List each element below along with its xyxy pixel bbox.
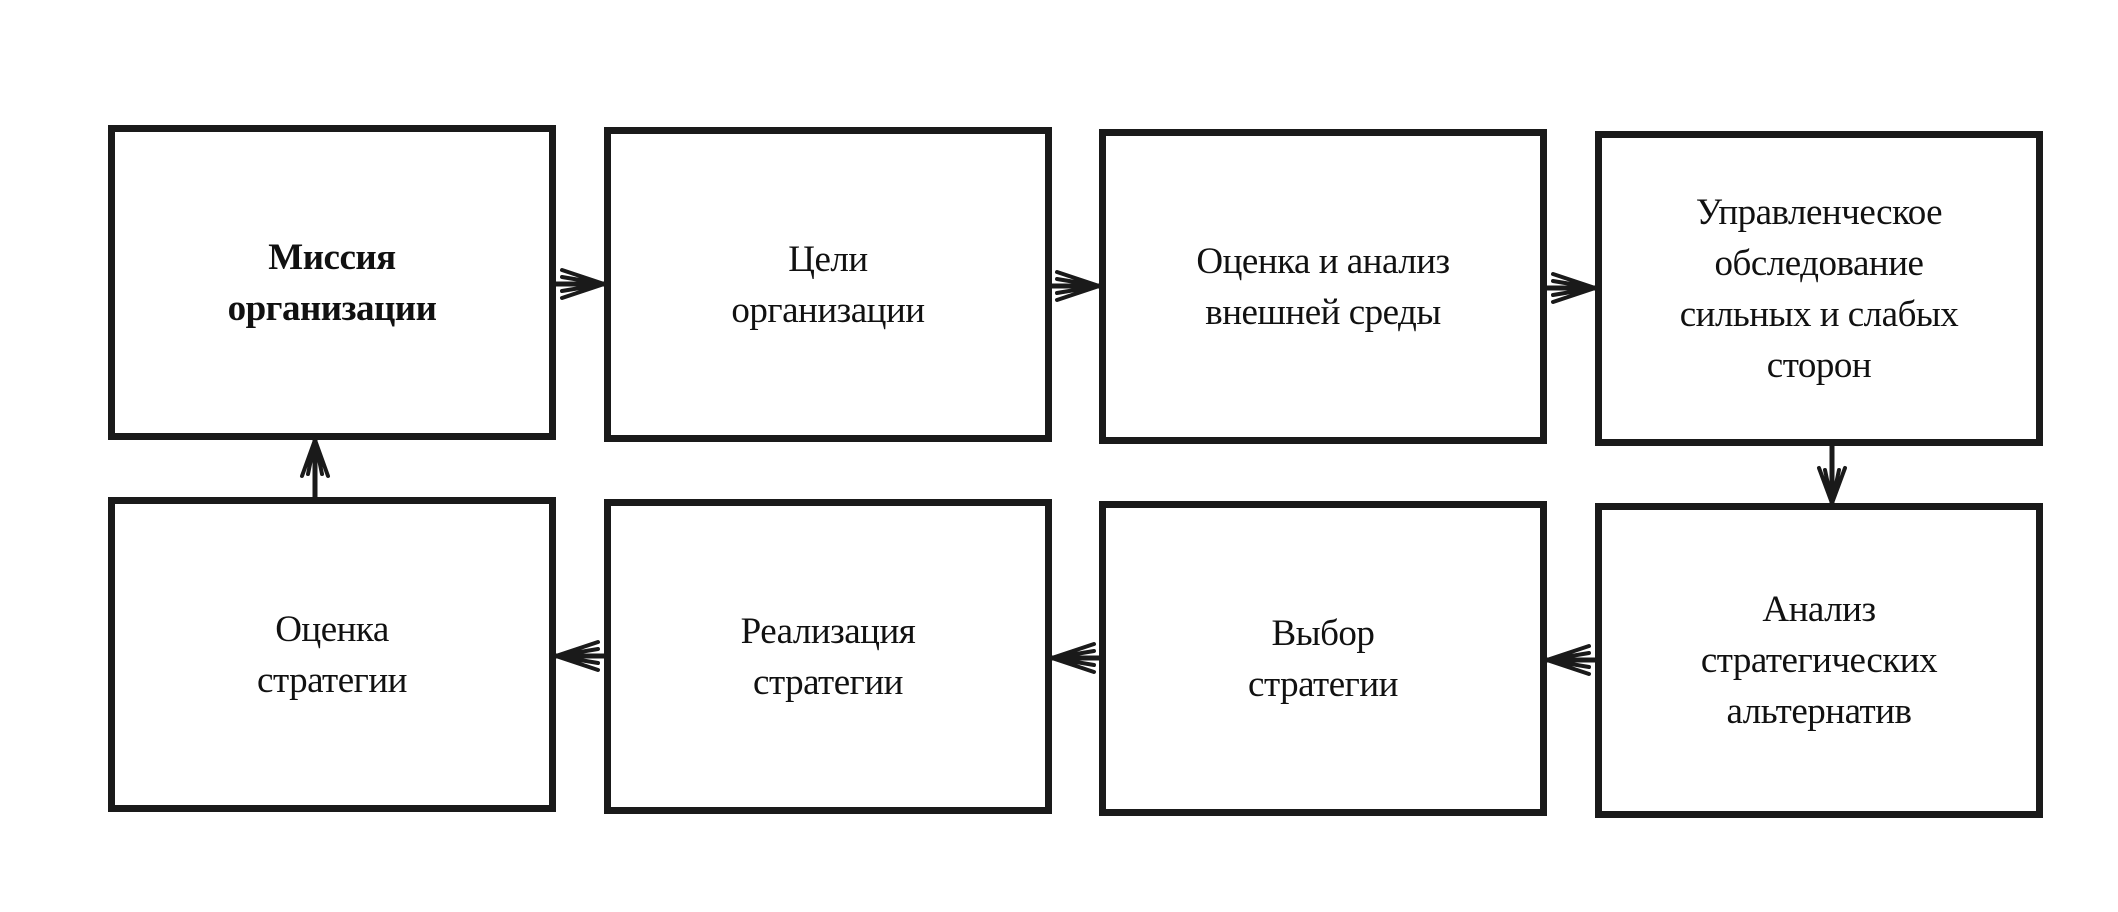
node-strategy-implementation: Реализация стратегии xyxy=(604,499,1052,814)
node-mission: Миссия организации xyxy=(108,125,556,440)
node-strategy-evaluation: Оценка стратегии xyxy=(108,497,556,812)
node-alternatives-analysis-label: Анализ стратегических альтернатив xyxy=(1700,589,1938,732)
node-goals: Цели организации xyxy=(604,127,1052,442)
node-management-survey-label: Управленческое обследование сильных и сл… xyxy=(1679,191,1959,386)
edge-arrow-mission-to-goals xyxy=(556,268,606,300)
node-strategy-choice-label: Выбор стратегии xyxy=(1248,612,1398,705)
edge-arrow-evaluation-to-mission xyxy=(300,438,330,497)
edge-arrow-alternatives-to-choice xyxy=(1545,644,1595,676)
edge-arrow-external-to-survey xyxy=(1547,272,1597,304)
edge-arrow-survey-to-alternatives xyxy=(1817,446,1847,505)
node-management-survey: Управленческое обследование сильных и сл… xyxy=(1595,131,2043,446)
node-strategy-evaluation-label: Оценка стратегии xyxy=(257,608,407,701)
node-external-analysis: Оценка и анализ внешней среды xyxy=(1099,129,1547,444)
edge-arrow-choice-to-implementation xyxy=(1050,642,1099,674)
node-external-analysis-label: Оценка и анализ внешней среды xyxy=(1196,240,1450,333)
node-strategy-choice: Выбор стратегии xyxy=(1099,501,1547,816)
node-mission-label: Миссия организации xyxy=(227,236,437,329)
edge-arrow-implementation-to-evaluation xyxy=(554,640,604,672)
node-goals-label: Цели организации xyxy=(731,238,925,331)
node-alternatives-analysis: Анализ стратегических альтернатив xyxy=(1595,503,2043,818)
node-strategy-implementation-label: Реализация стратегии xyxy=(740,610,916,703)
edge-arrow-goals-to-external xyxy=(1052,270,1101,302)
